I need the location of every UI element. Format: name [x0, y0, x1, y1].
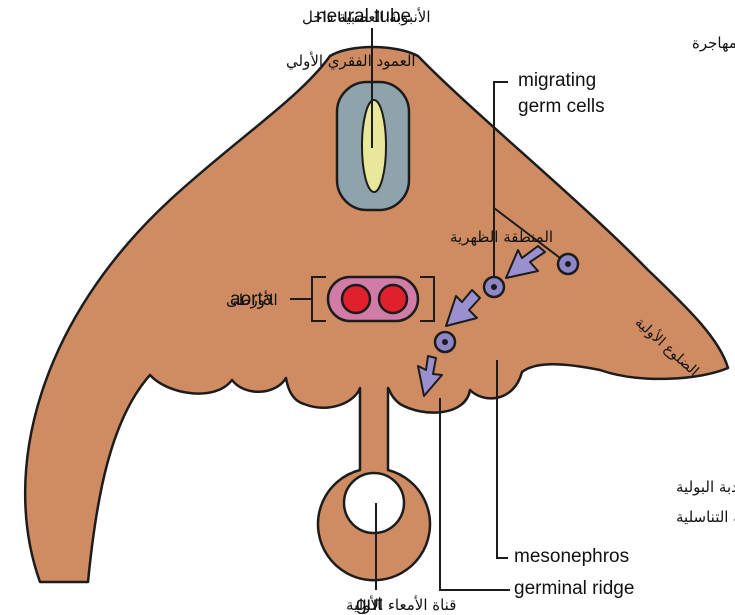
germinal-ridge-leader: [440, 398, 510, 590]
label-germinal-ridge-en: germinal ridge: [514, 578, 634, 599]
gut-lumen: [344, 473, 404, 533]
label-neural-tube-ar-2: العمود الفقري الأولي: [286, 51, 416, 71]
label-migrating-ar: الخلايا التناسلية المهاجرة: [692, 34, 735, 52]
aorta-vessel-right: [379, 285, 407, 313]
neural-tube: [362, 100, 386, 192]
label-mesonephros-en: mesonephros: [514, 546, 629, 567]
label-ridge-ar-2: والحدبة التناسلية: [676, 508, 735, 526]
label-gut-ar: قناة الأمعاء الأولية: [346, 595, 456, 614]
label-migrating-en-1: migrating: [518, 70, 596, 91]
label-dorsal-ar: المنطقة الظهرية: [450, 228, 553, 246]
germ-cell-2: [484, 277, 504, 297]
aorta-vessel-left: [342, 285, 370, 313]
germ-cell-3: [435, 332, 455, 352]
label-aorta-ar: الأورطى: [226, 290, 278, 309]
label-neural-tube-ar-1: الأنبوبة العصبية داخل: [302, 7, 430, 26]
germ-cell-1: [558, 254, 578, 274]
label-migrating-en-2: germ cells: [518, 96, 605, 117]
label-ridge-ar-1: الحدبة البولية: [676, 478, 735, 496]
